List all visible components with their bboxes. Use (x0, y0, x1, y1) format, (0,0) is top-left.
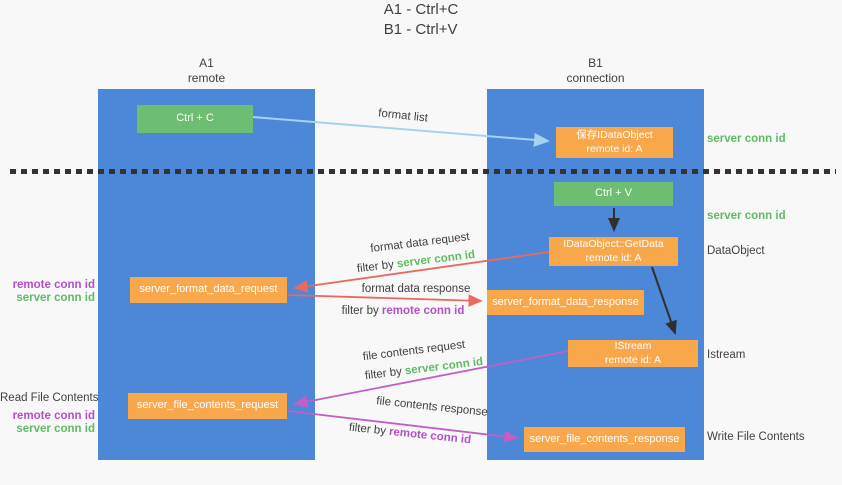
save-idataobject-title: 保存IDataObject (576, 129, 653, 142)
left-server-conn-id-label-2: server conn id (16, 423, 95, 435)
title-line-2: B1 - Ctrl+V (383, 20, 458, 38)
filter-prefix: filter by (356, 258, 398, 276)
dataobject-label: DataObject (707, 245, 765, 257)
format-request-label: server_format_data_request (139, 283, 278, 296)
ctrl-v-node: Ctrl + V (554, 182, 673, 206)
server-conn-id-keyword: server conn id (396, 248, 476, 271)
save-idataobject-remote-id: remote id: A (586, 142, 643, 155)
remote-conn-id-keyword: remote conn id (388, 425, 472, 447)
left-remote-conn-id-label-1: remote conn id (12, 279, 95, 291)
lane-a1-title: A1 (199, 56, 214, 70)
getdata-remote-id: remote id: A (585, 251, 642, 264)
istream-remote-id: remote id: A (604, 353, 662, 366)
lane-b1-title: B1 (588, 56, 603, 70)
ctrl-c-node: Ctrl + C (137, 105, 253, 133)
filter-by-remote-conn-id-label-2: filter by remote conn id (348, 422, 471, 447)
lane-a1-subtitle: remote (187, 71, 226, 85)
filter-by-remote-conn-id-label-1: filter by remote conn id (342, 305, 465, 317)
istream-title: IStream (614, 340, 652, 353)
read-file-contents-label: Read File Contents (0, 392, 99, 404)
save-idataobject-node: 保存IDataObject remote id: A (556, 127, 673, 158)
idataobject-getdata-node: IDataObject::GetData remote id: A (549, 237, 678, 266)
left-server-conn-id-label-1: server conn id (16, 292, 95, 304)
file-contents-response-label: file contents response (375, 395, 489, 419)
format-data-response-label: format data response (361, 283, 471, 295)
lane-b1-subtitle: connection (566, 71, 625, 85)
filter-prefix: filter by (341, 305, 382, 317)
format-response-label: server_format_data_response (492, 295, 639, 308)
session-separator-dotted-line (10, 169, 836, 174)
right-server-conn-id-label-1: server conn id (707, 133, 786, 145)
left-remote-conn-id-label-2: remote conn id (12, 410, 95, 422)
server-conn-id-keyword: server conn id (404, 355, 484, 378)
right-server-conn-id-label-2: server conn id (707, 210, 786, 222)
file-response-label: server_file_contents_response (529, 432, 680, 445)
getdata-title: IDataObject::GetData (563, 238, 664, 251)
filter-prefix: filter by (364, 365, 406, 383)
file-request-label: server_file_contents_request (136, 399, 279, 412)
write-file-contents-label: Write File Contents (707, 431, 805, 443)
lane-header-b1-connection: B1 connection (487, 56, 704, 86)
server-file-contents-request-node: server_file_contents_request (128, 393, 287, 419)
server-file-contents-response-node: server_file_contents_response (524, 427, 685, 452)
istream-node: IStream remote id: A (568, 340, 698, 367)
server-format-data-response-node: server_format_data_response (487, 290, 644, 315)
server-format-data-request-node: server_format_data_request (130, 277, 287, 303)
remote-conn-id-keyword: remote conn id (381, 305, 465, 317)
lane-header-a1-remote: A1 remote (98, 56, 315, 86)
ctrl-c-label: Ctrl + C (176, 112, 214, 125)
diagram-title: A1 - Ctrl+C B1 - Ctrl+V (0, 0, 842, 40)
filter-prefix: filter by (348, 421, 390, 438)
format-request-to-response-arrow (287, 294, 483, 307)
title-line-1: A1 - Ctrl+C (383, 1, 459, 18)
istream-side-label: Istream (707, 349, 746, 361)
format-list-label: format list (377, 107, 429, 125)
ctrl-v-label: Ctrl + V (595, 187, 632, 200)
